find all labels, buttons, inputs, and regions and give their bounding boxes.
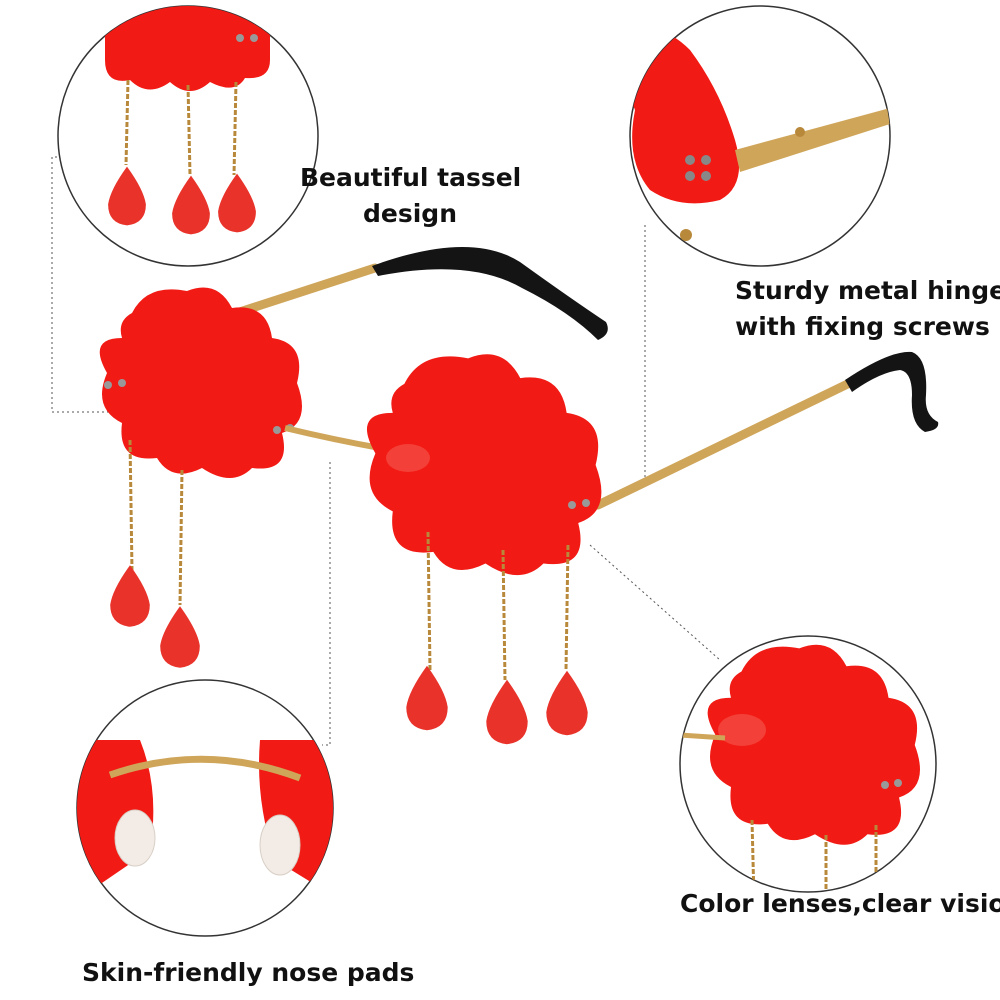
tassel-callout-label: Beautiful tassel design xyxy=(300,160,522,232)
nose-pads-callout-label: Skin-friendly nose pads xyxy=(82,958,415,987)
tassel-callout-line-2: design xyxy=(363,199,457,228)
nose-pads-closeup-circle xyxy=(76,679,334,937)
hinge-closeup-circle xyxy=(629,5,891,267)
lens-closeup-circle xyxy=(679,635,937,893)
glasses-right-temple xyxy=(593,351,939,510)
hinge-callout-line-2: with fixing screws xyxy=(735,312,990,341)
hinge-callout-label: Sturdy metal hinge with fixing screws xyxy=(735,273,1000,345)
right-cloud-lens xyxy=(366,354,602,745)
glasses-left-temple xyxy=(210,246,608,340)
hinge-callout-line-1: Sturdy metal hinge xyxy=(735,276,1000,305)
left-cloud-lens xyxy=(99,287,303,668)
tassel-closeup-circle xyxy=(57,5,319,267)
glasses-bridge xyxy=(284,425,381,451)
lenses-callout-label: Color lenses,clear vision xyxy=(680,889,1000,918)
tassel-callout-line-1: Beautiful tassel xyxy=(300,163,522,192)
